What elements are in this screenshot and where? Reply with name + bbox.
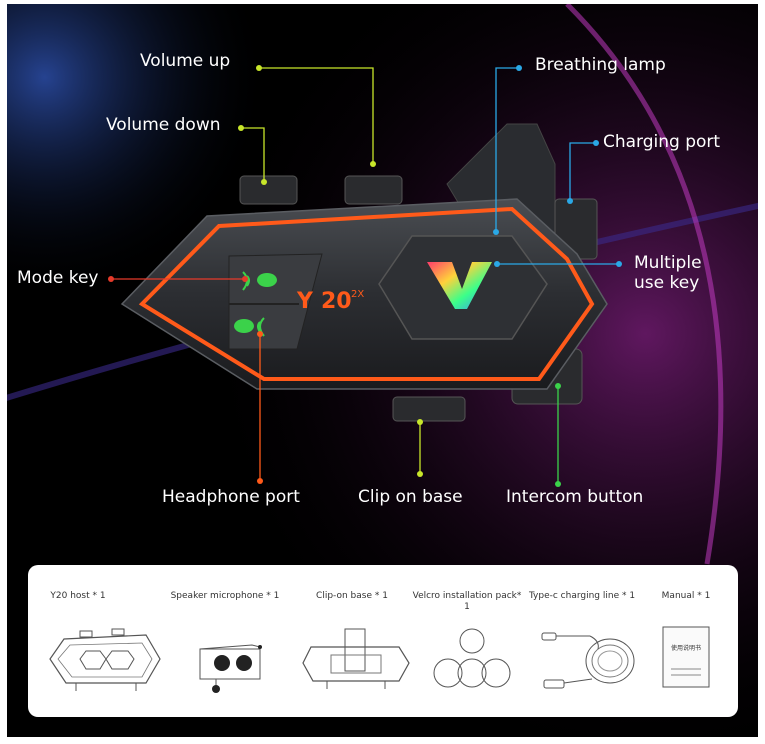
package-item-label: Speaker microphone * 1 <box>170 591 280 601</box>
manual-illustration <box>662 626 710 688</box>
clip-on-base-part <box>392 396 466 422</box>
rainbow-logo-icon <box>427 262 492 309</box>
package-item-label: Type-c charging line * 1 <box>528 591 636 601</box>
device-logo-mark: Y <box>297 289 313 314</box>
label-volume-up: Volume up <box>140 51 231 71</box>
volume-up-key <box>344 175 403 205</box>
manual-cover-text: 使用说明书 <box>670 645 701 652</box>
label-breathing-lamp: Breathing lamp <box>535 55 666 75</box>
speaker-microphone-illustration <box>199 644 262 693</box>
label-charging-port: Charging port <box>603 132 721 152</box>
clip-on-base-illustration <box>302 628 410 689</box>
label-mode-key: Mode key <box>17 268 99 288</box>
label-multiple-use-key: Multiple use key <box>634 253 702 293</box>
label-intercom-button: Intercom button <box>506 487 644 507</box>
package-item-label: Manual * 1 <box>661 591 711 601</box>
label-clip-on-base: Clip on base <box>358 487 463 507</box>
volume-down-key <box>239 175 298 205</box>
orange-trim <box>138 206 595 381</box>
velcro-pack-illustration <box>433 628 511 688</box>
package-contents-panel: Y20 host * 1 Speaker microphone * 1 Clip… <box>28 565 738 717</box>
label-headphone-port: Headphone port <box>162 487 300 507</box>
device-model-sup: 2X <box>351 289 365 300</box>
usb-c-cable-illustration <box>541 632 635 689</box>
package-item-label: Velcro installation pack* 1 <box>412 591 522 612</box>
device-model: 20 <box>321 289 352 314</box>
label-volume-down: Volume down <box>106 115 221 135</box>
host-device-illustration <box>49 628 161 691</box>
package-item-label: Clip-on base * 1 <box>316 591 388 601</box>
package-item-label: Y20 host * 1 <box>50 591 106 601</box>
